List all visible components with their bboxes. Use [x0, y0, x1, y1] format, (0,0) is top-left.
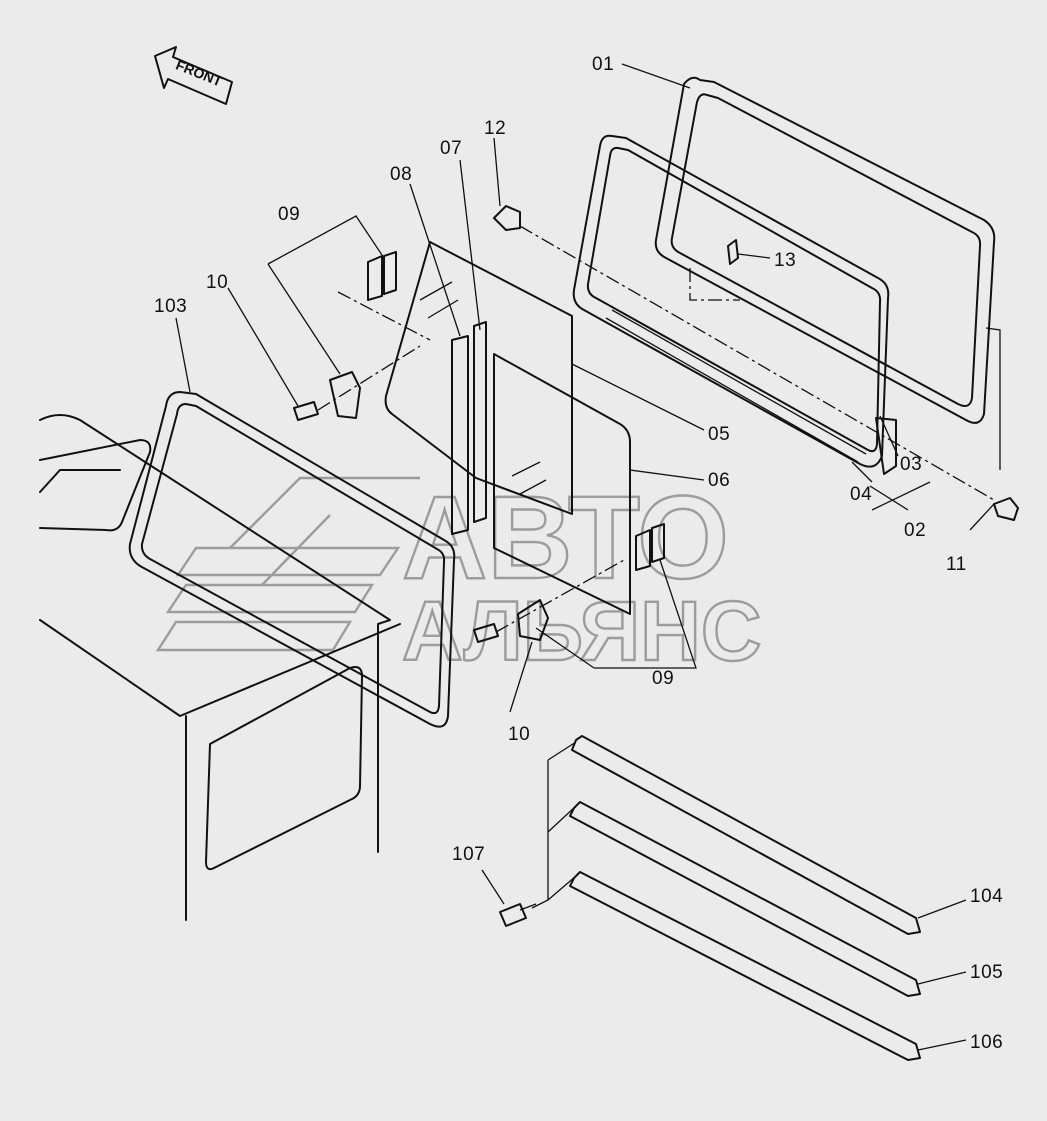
label-09-upper: 09 — [278, 204, 300, 225]
label-10-lower: 10 — [508, 724, 530, 745]
part-105-bar — [569, 801, 921, 997]
cab-body — [39, 414, 401, 921]
label-05: 05 — [708, 424, 730, 445]
label-02: 02 — [904, 520, 926, 541]
label-01: 01 — [592, 54, 614, 75]
part-01-outer-frame — [654, 76, 996, 424]
part-106-bar — [569, 871, 921, 1061]
front-arrow-icon: FRONT — [154, 46, 233, 105]
part-07-channel — [473, 321, 487, 523]
part-02-inner-frame — [572, 134, 897, 475]
label-03: 03 — [900, 454, 922, 475]
label-08: 08 — [390, 164, 412, 185]
label-103: 103 — [154, 296, 187, 317]
part-08-channel — [451, 335, 469, 535]
label-13: 13 — [774, 250, 796, 271]
part-103-seal — [128, 391, 456, 728]
label-106: 106 — [970, 1032, 1003, 1053]
watermark-logo — [155, 476, 420, 652]
watermark-line2: АЛЬЯНС — [402, 584, 762, 678]
label-10-upper: 10 — [206, 272, 228, 293]
label-06: 06 — [708, 470, 730, 491]
part-05-fixed-glass — [384, 241, 573, 515]
label-104: 104 — [970, 886, 1003, 907]
label-11: 11 — [946, 554, 967, 575]
part-107-bolt — [499, 903, 537, 927]
part-06-sliding-glass — [493, 353, 631, 615]
part-09-latch-plate-upper — [367, 251, 397, 301]
part-12-clip — [493, 205, 521, 231]
label-09-lower: 09 — [652, 668, 674, 689]
part-13-clip — [727, 239, 739, 265]
part-10-latch-upper — [293, 371, 361, 421]
label-105: 105 — [970, 962, 1003, 983]
label-107: 107 — [452, 844, 485, 865]
part-11-clip — [993, 497, 1019, 521]
label-04: 04 — [850, 484, 872, 505]
assembly-lines — [317, 225, 995, 633]
leader-lines — [175, 63, 1001, 1051]
label-07: 07 — [440, 138, 462, 159]
part-09-latch-plate-lower — [635, 523, 665, 571]
part-104-bar — [571, 735, 921, 935]
label-12: 12 — [484, 118, 506, 139]
part-10-latch-lower — [473, 599, 549, 643]
